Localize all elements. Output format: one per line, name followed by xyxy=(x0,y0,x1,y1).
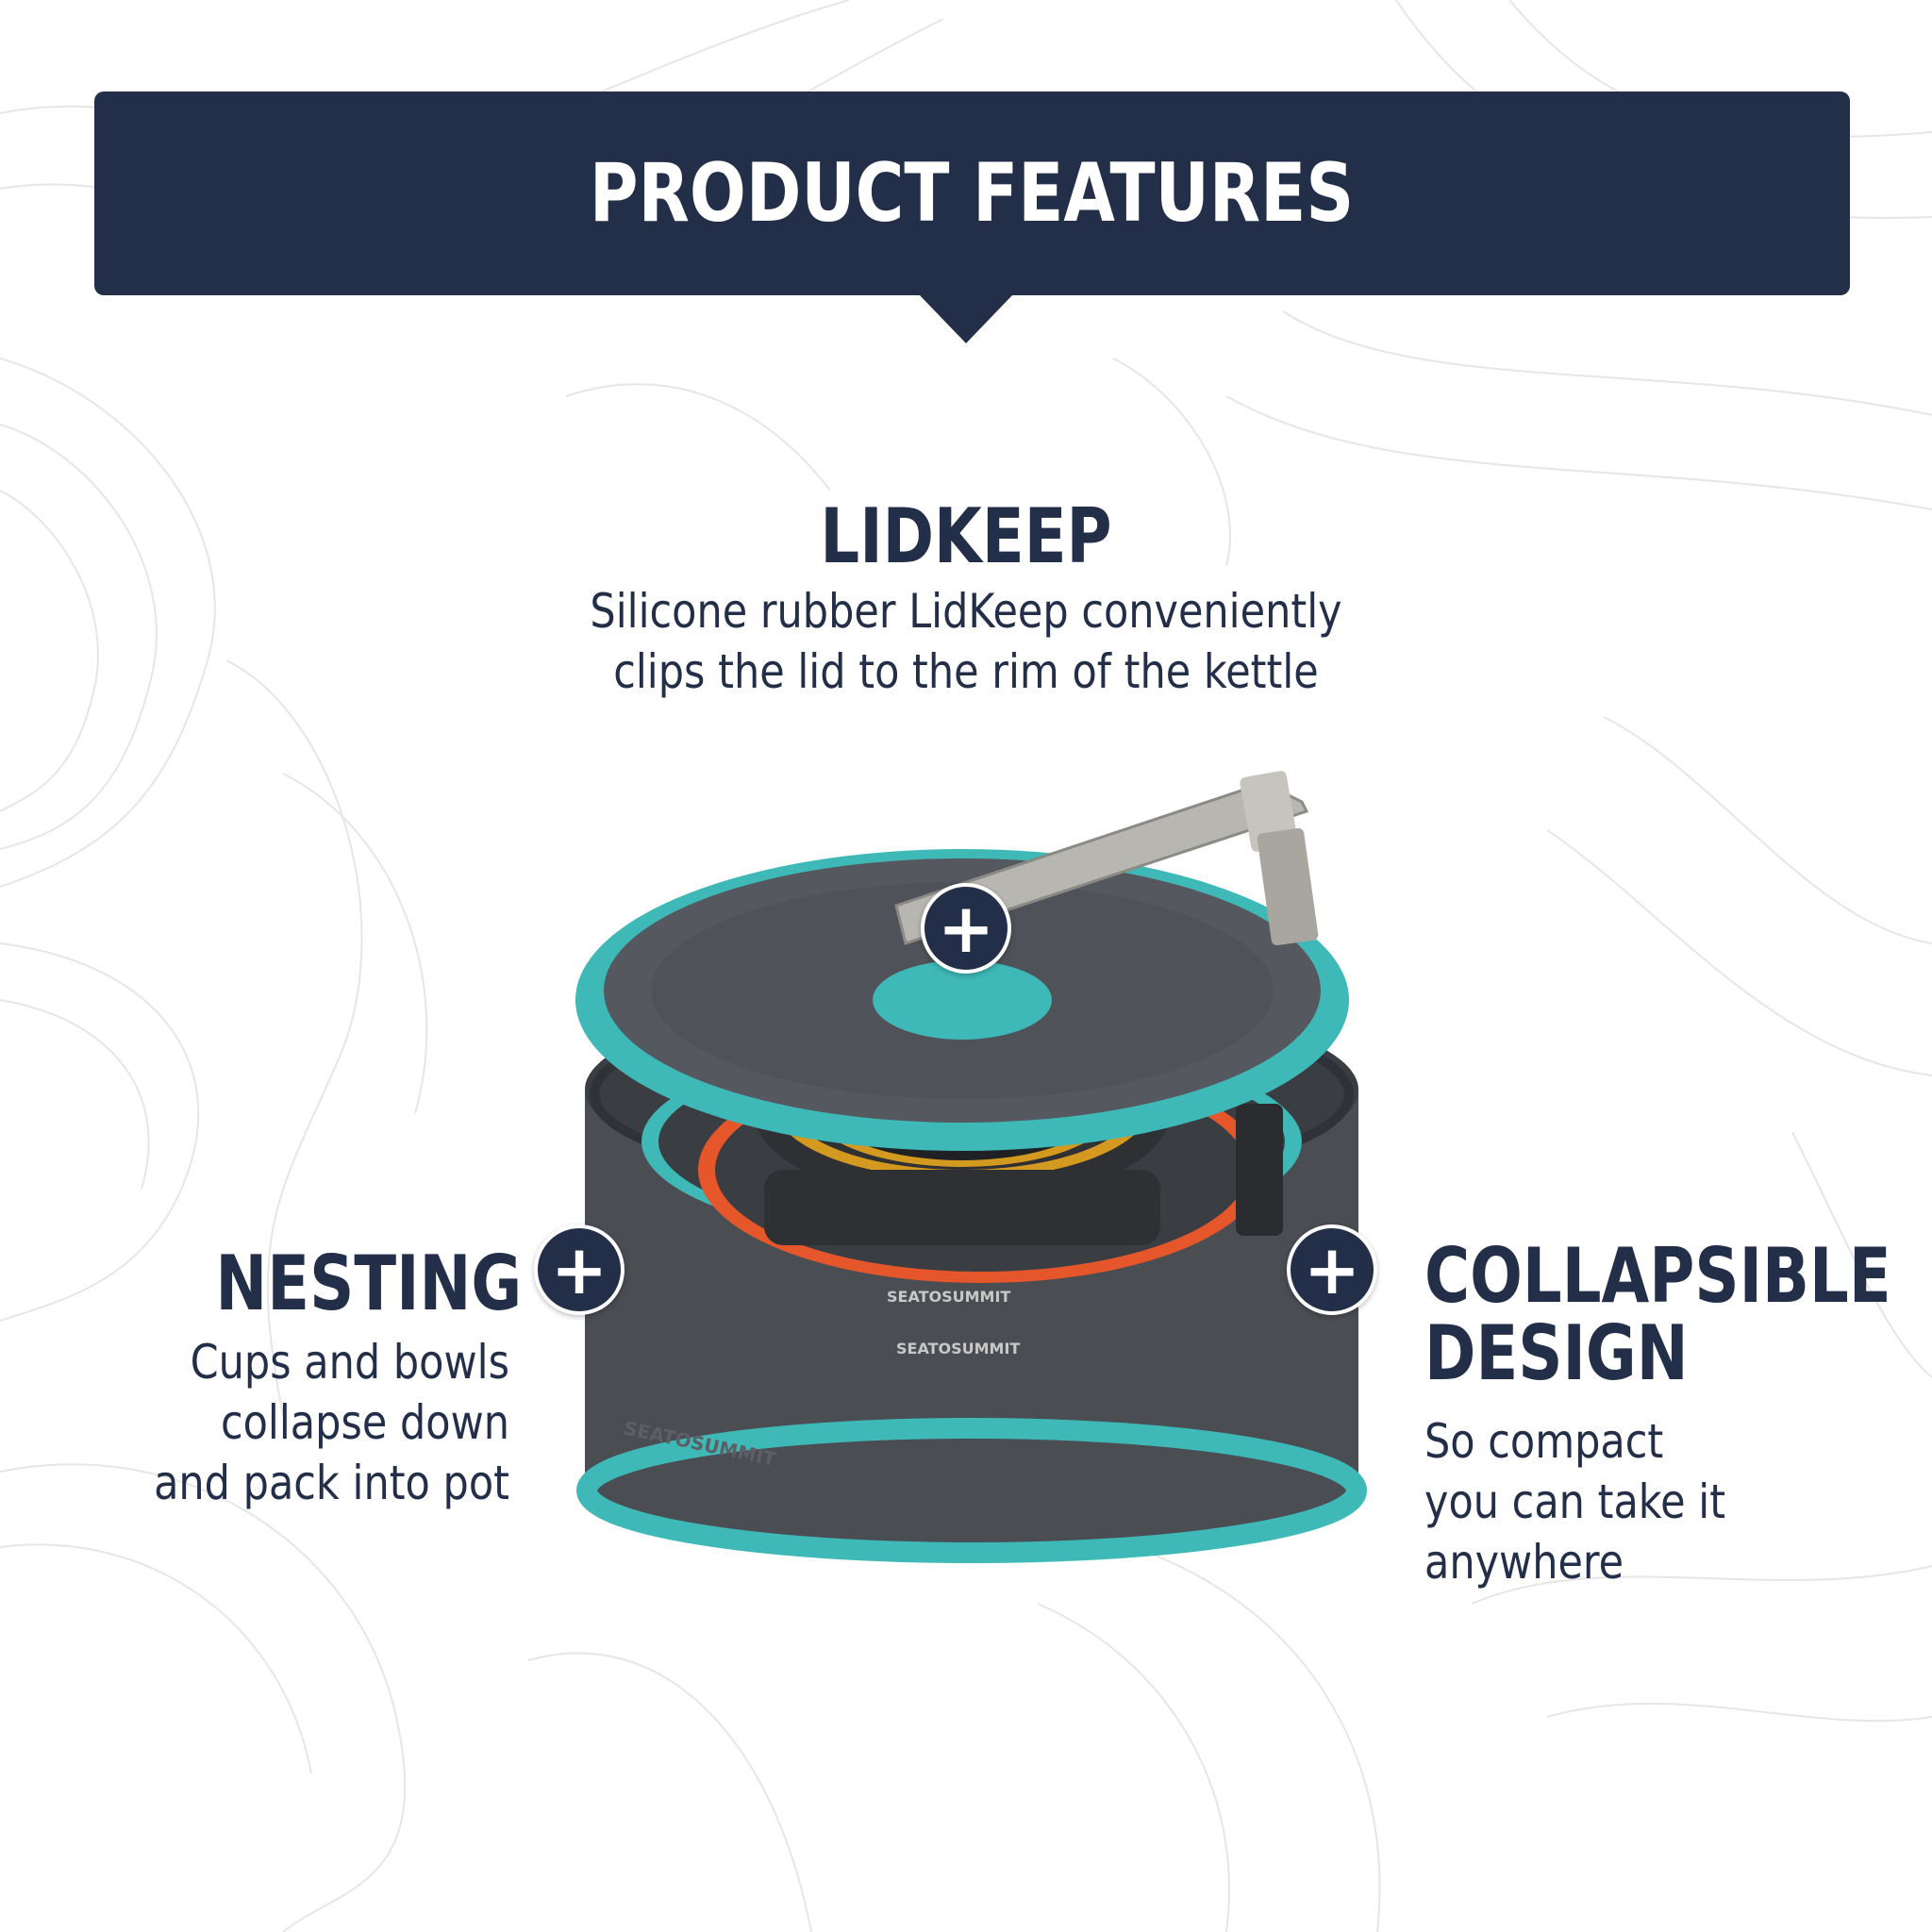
collapsible-description: So compact you can take it anywhere xyxy=(1424,1411,1765,1592)
collapsible-description-line: So compact xyxy=(1424,1414,1664,1469)
nesting-description: Cups and bowls collapse down and pack in… xyxy=(120,1332,509,1513)
svg-text:SEATOSUMMIT: SEATOSUMMIT xyxy=(896,1340,1020,1357)
nesting-title: NESTING xyxy=(215,1240,523,1327)
lidkeep-description-line: clips the lid to the rim of the kettle xyxy=(613,644,1319,699)
plus-icon[interactable]: + xyxy=(921,883,1011,974)
nesting-description-line: collapse down xyxy=(220,1395,509,1450)
plus-icon[interactable]: + xyxy=(1287,1224,1377,1315)
nesting-description-line: and pack into pot xyxy=(154,1456,509,1510)
collapsible-design-title: COLLAPSIBLE DESIGN xyxy=(1424,1232,1891,1397)
collapsible-title-line: DESIGN xyxy=(1424,1309,1689,1397)
banner-pointer xyxy=(919,294,1013,343)
svg-text:SEATOSUMMIT: SEATOSUMMIT xyxy=(887,1288,1010,1306)
collapsible-description-line: anywhere xyxy=(1424,1535,1624,1590)
product-features-banner: PRODUCT FEATURES xyxy=(94,92,1850,295)
kettle-set-image: SEATOSUMMIT SEATOSUMMIT SEATOSUMMIT xyxy=(575,771,1367,1563)
lidkeep-description: Silicone rubber LidKeep conveniently cli… xyxy=(560,581,1372,702)
collapsible-description-line: you can take it xyxy=(1424,1474,1726,1529)
lidkeep-title: LIDKEEP xyxy=(820,492,1112,580)
collapsible-title-line: COLLAPSIBLE xyxy=(1424,1232,1891,1320)
nesting-description-line: Cups and bowls xyxy=(190,1335,509,1390)
lidkeep-description-line: Silicone rubber LidKeep conveniently xyxy=(590,584,1342,639)
pot-base-ring xyxy=(576,1418,1367,1563)
banner-title: PRODUCT FEATURES xyxy=(590,146,1355,241)
plus-icon[interactable]: + xyxy=(534,1224,625,1315)
